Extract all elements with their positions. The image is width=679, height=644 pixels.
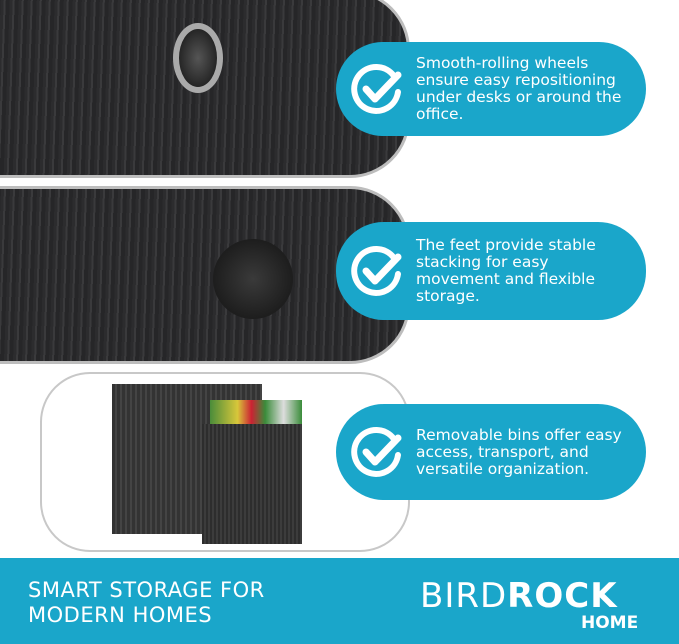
caster-wheel xyxy=(173,23,223,93)
check-circle-icon xyxy=(351,246,402,296)
hanging-folders xyxy=(210,400,302,426)
tagline: SMART STORAGE FOR MODERN HOMES xyxy=(28,578,265,628)
tagline-line-2: MODERN HOMES xyxy=(28,603,213,627)
feature-text: Smooth-rolling wheels ensure easy reposi… xyxy=(416,54,622,123)
removable-bin xyxy=(202,424,302,544)
feature-wheels: Smooth-rolling wheels ensure easy reposi… xyxy=(336,42,646,136)
feature-bins: Removable bins offer easy access, transp… xyxy=(336,404,646,500)
brand-logo: BIRDROCK xyxy=(420,576,618,616)
feature-text: Removable bins offer easy access, transp… xyxy=(416,425,622,478)
cabinet-foot xyxy=(213,239,293,319)
feature-text: The feet provide stable stacking for eas… xyxy=(416,236,596,305)
tagline-line-1: SMART STORAGE FOR xyxy=(28,578,265,602)
logo-bird: BIRD xyxy=(420,576,508,616)
check-circle-icon xyxy=(351,427,402,477)
feet-photo xyxy=(0,186,410,364)
brand-banner: SMART STORAGE FOR MODERN HOMES BIRDROCK … xyxy=(0,558,679,644)
feature-feet: The feet provide stable stacking for eas… xyxy=(336,222,646,320)
check-circle-icon xyxy=(351,64,402,114)
logo-home: HOME xyxy=(581,613,639,633)
logo-rock: ROCK xyxy=(507,576,618,616)
